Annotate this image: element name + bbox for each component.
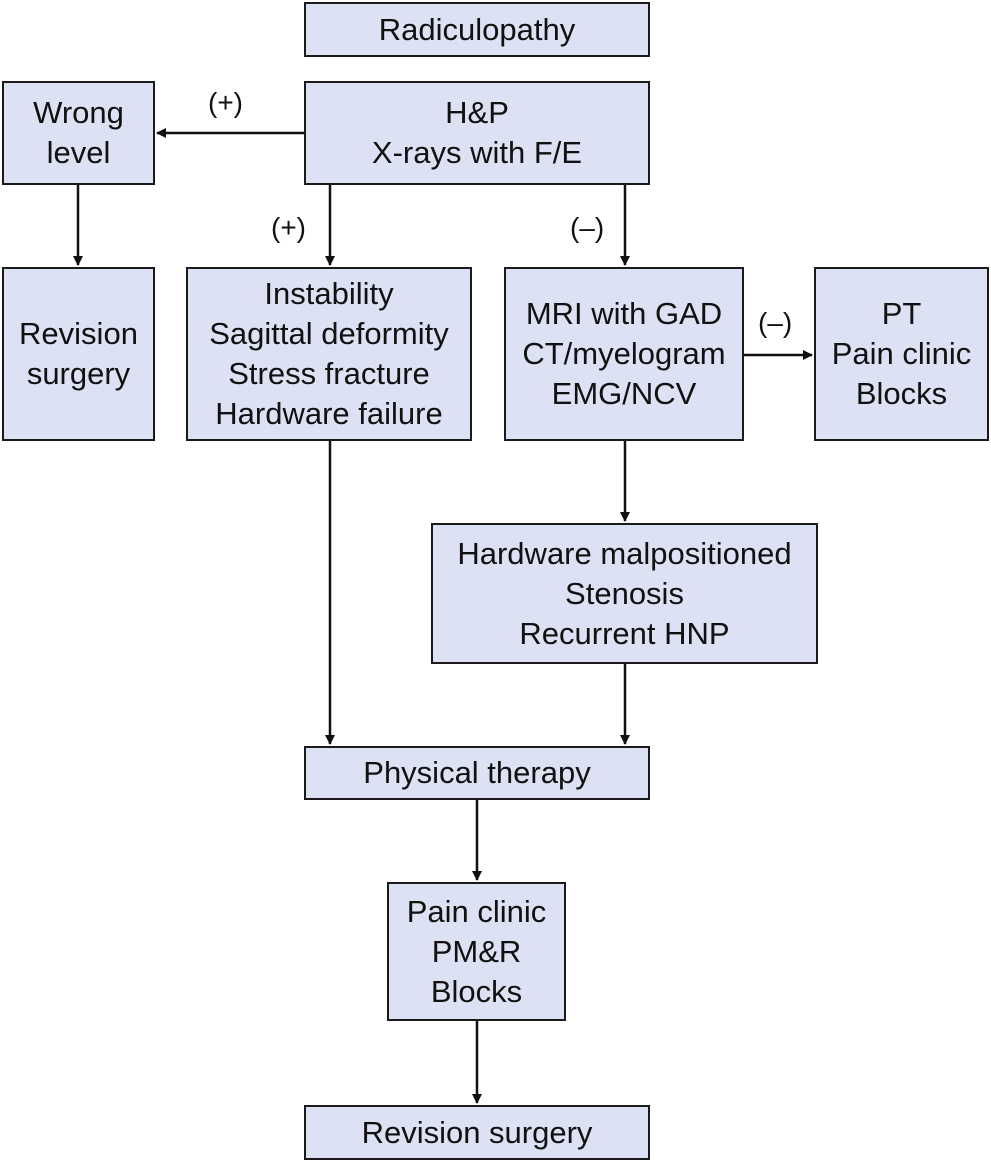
node-text: Recurrent HNP [519, 615, 730, 651]
node-text: surgery [26, 356, 131, 391]
node-text: Blocks [430, 973, 523, 1009]
node-text: Wrong [33, 95, 124, 130]
node-text: Revision surgery [361, 1114, 593, 1150]
pt-pain-clinic-box: PT Pain clinic Blocks [814, 267, 989, 441]
node-text: Physical therapy [363, 755, 591, 790]
node-text: level [46, 135, 111, 170]
node-text: PT [881, 296, 922, 331]
pain-clinic-pmr-box: Pain clinic PM&R Blocks [387, 882, 566, 1021]
node-text: Stress fracture [228, 356, 430, 391]
node-text: Hardware failure [215, 396, 443, 431]
node-text: CT/myelogram [522, 336, 726, 371]
node-text: Pain clinic [831, 336, 972, 371]
hardware-box: Hardware malpositioned Stenosis Recurren… [431, 523, 818, 664]
edge-label-minus: (–) [570, 212, 605, 243]
edge-label-plus: (+) [271, 212, 306, 243]
node-text: Hardware malpositioned [457, 535, 792, 571]
radiculopathy-box: Radiculopathy [304, 2, 650, 57]
node-text: Sagittal deformity [209, 316, 449, 351]
node-text: MRI with GAD [525, 296, 723, 331]
revision-surgery-bottom-box: Revision surgery [304, 1105, 650, 1160]
node-text: H&P [445, 95, 509, 130]
revision-surgery-left-box: Revision surgery [2, 267, 155, 441]
node-text: PM&R [431, 933, 522, 969]
wrong-level-box: Wrong level [2, 81, 155, 185]
node-text: EMG/NCV [551, 376, 697, 411]
node-text: Stenosis [565, 575, 684, 611]
node-text: Instability [264, 276, 394, 311]
node-text: Radiculopathy [378, 11, 576, 47]
node-text: X-rays with F/E [371, 135, 583, 170]
mri-box: MRI with GAD CT/myelogram EMG/NCV [504, 267, 744, 441]
node-text: Pain clinic [406, 893, 547, 929]
node-text: Blocks [855, 376, 948, 411]
physical-therapy-box: Physical therapy [304, 746, 650, 800]
node-text: Revision [19, 316, 138, 351]
edge-label-plus: (+) [208, 87, 243, 118]
instability-box: Instability Sagittal deformity Stress fr… [186, 267, 472, 441]
edge-label-minus: (–) [758, 307, 793, 338]
hp-xrays-box: H&P X-rays with F/E [304, 81, 650, 185]
